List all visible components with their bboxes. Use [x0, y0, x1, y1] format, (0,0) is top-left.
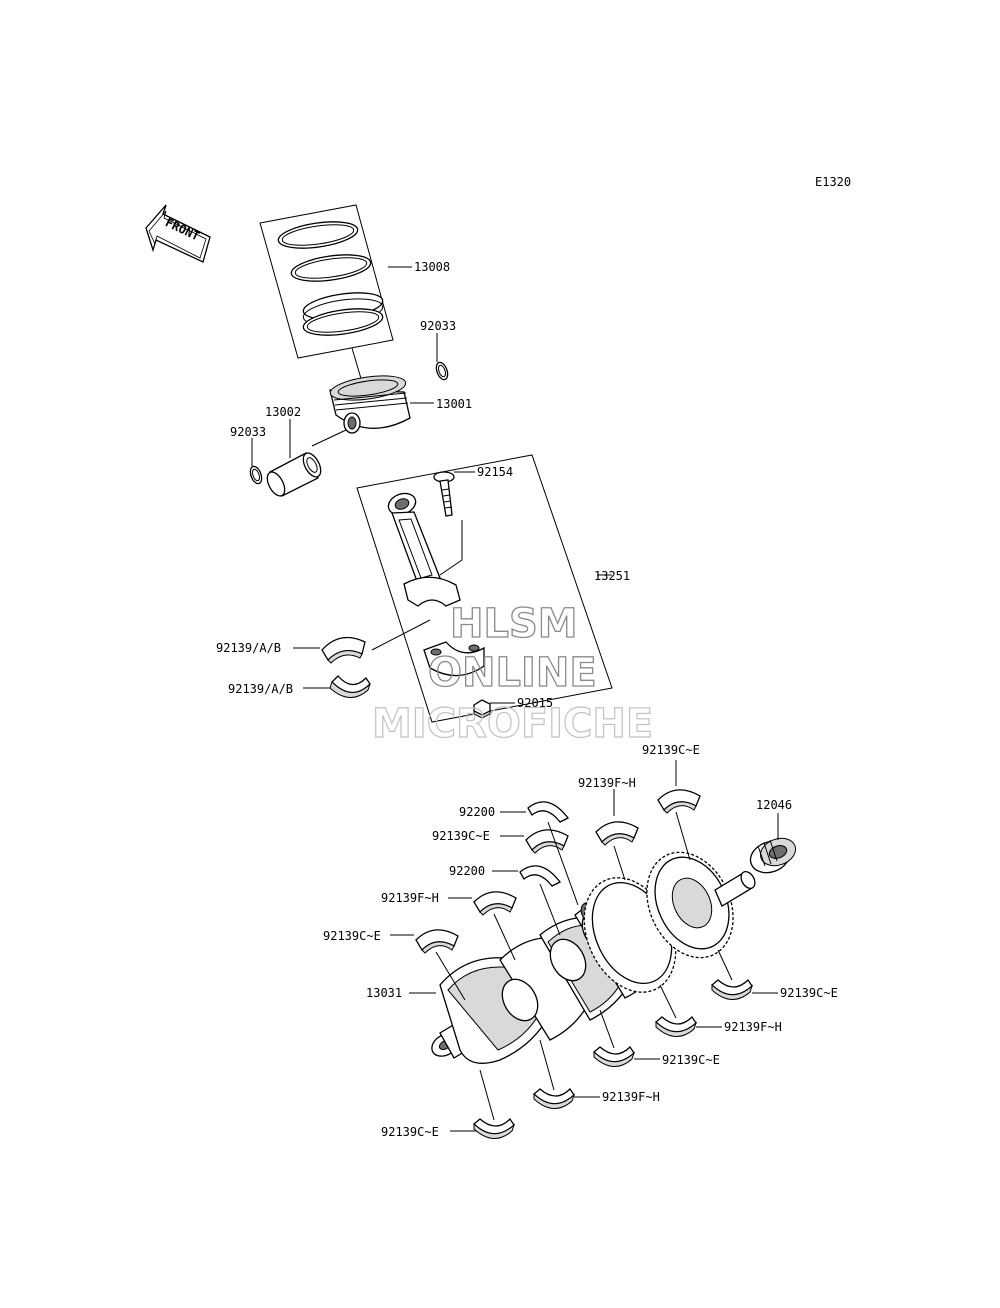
- lower-bearing-c-e-right: [711, 978, 754, 1000]
- thrust-washer-2: [519, 865, 561, 887]
- label-92139-ab-upper: 92139/A/B: [216, 641, 281, 655]
- label-92033-upper: 92033: [420, 319, 456, 333]
- conrod-bearing-lower: [329, 675, 371, 698]
- label-92139ce-top: 92139C~E: [642, 743, 700, 757]
- label-13002: 13002: [265, 405, 301, 419]
- thrust-washer-1: [527, 801, 569, 823]
- conrod-cap: [423, 641, 485, 677]
- watermark: HLSM ONLINE MICROFICHE: [371, 600, 653, 747]
- main-bearing-f-h-top: [595, 821, 639, 846]
- watermark-line3: MICROFICHE: [372, 701, 653, 747]
- label-92200-1: 92200: [459, 805, 495, 819]
- label-13008: 13008: [414, 260, 450, 274]
- label-92200-2: 92200: [449, 864, 485, 878]
- label-92139ce-mid: 92139C~E: [662, 1053, 720, 1067]
- main-bearing-f-h-2: [473, 891, 517, 916]
- main-bearing-c-e-top: [657, 789, 701, 814]
- connecting-rod: [371, 492, 463, 651]
- label-92139ce-3: 92139C~E: [323, 929, 381, 943]
- watermark-line2: ONLINE: [428, 650, 597, 696]
- crankshaft: [431, 851, 756, 1064]
- label-13251: 13251: [594, 569, 630, 583]
- label-92139fh-mid: 92139F~H: [602, 1090, 660, 1104]
- lower-bearing-f-h-mid: [533, 1087, 576, 1109]
- snap-ring-lower: [249, 465, 263, 485]
- label-13001: 13001: [436, 397, 472, 411]
- label-92154: 92154: [477, 465, 513, 479]
- label-12046: 12046: [756, 798, 792, 812]
- conrod-group-box: [356, 454, 613, 723]
- label-92139-ab-lower: 92139/A/B: [228, 682, 293, 696]
- label-92139ce-left: 92139C~E: [381, 1125, 439, 1139]
- lower-bearing-c-e-mid: [593, 1045, 636, 1067]
- diagram-code: E1320: [815, 175, 851, 189]
- lower-bearing-c-e-left: [473, 1117, 516, 1139]
- watermark-line1: HLSM: [450, 601, 578, 647]
- label-13031: 13031: [366, 986, 402, 1000]
- label-92139fh-2: 92139F~H: [381, 891, 439, 905]
- conrod-bearing-upper: [321, 636, 366, 664]
- label-92033-lower: 92033: [230, 425, 266, 439]
- label-92139ce-right: 92139C~E: [780, 986, 838, 1000]
- front-arrow-icon: FRONT: [145, 204, 211, 263]
- label-92015: 92015: [517, 696, 553, 710]
- label-92139fh-top: 92139F~H: [578, 776, 636, 790]
- label-92139ce-2: 92139C~E: [432, 829, 490, 843]
- conrod-nut: [473, 699, 491, 719]
- piston-pin: [266, 429, 347, 497]
- piston-ring-set: [259, 204, 394, 359]
- needle-bearing: [749, 837, 796, 874]
- main-bearing-c-e-2: [525, 829, 569, 854]
- conrod-bolt: [433, 471, 455, 517]
- main-bearing-c-e-3: [415, 929, 459, 954]
- lower-bearing-f-h-right: [655, 1015, 698, 1037]
- piston: [329, 347, 434, 434]
- snap-ring-upper: [435, 361, 449, 381]
- label-92139fh-right: 92139F~H: [724, 1020, 782, 1034]
